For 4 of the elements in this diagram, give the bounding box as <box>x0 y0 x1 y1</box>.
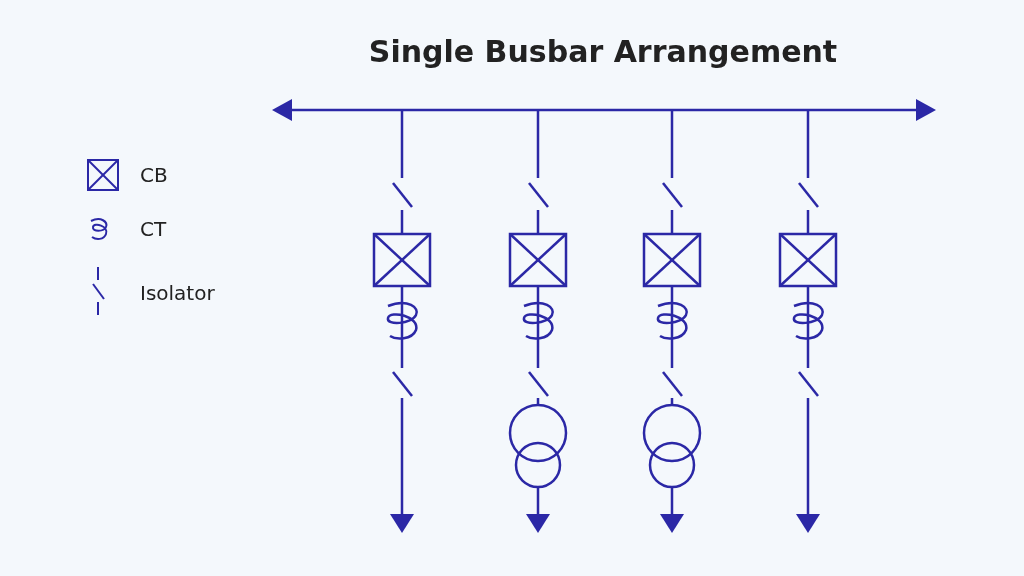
legend-label: CT <box>140 217 167 241</box>
diagram-title: Single Busbar Arrangement <box>367 34 839 69</box>
legend-label: Isolator <box>140 281 215 305</box>
legend-label: CB <box>140 163 168 187</box>
